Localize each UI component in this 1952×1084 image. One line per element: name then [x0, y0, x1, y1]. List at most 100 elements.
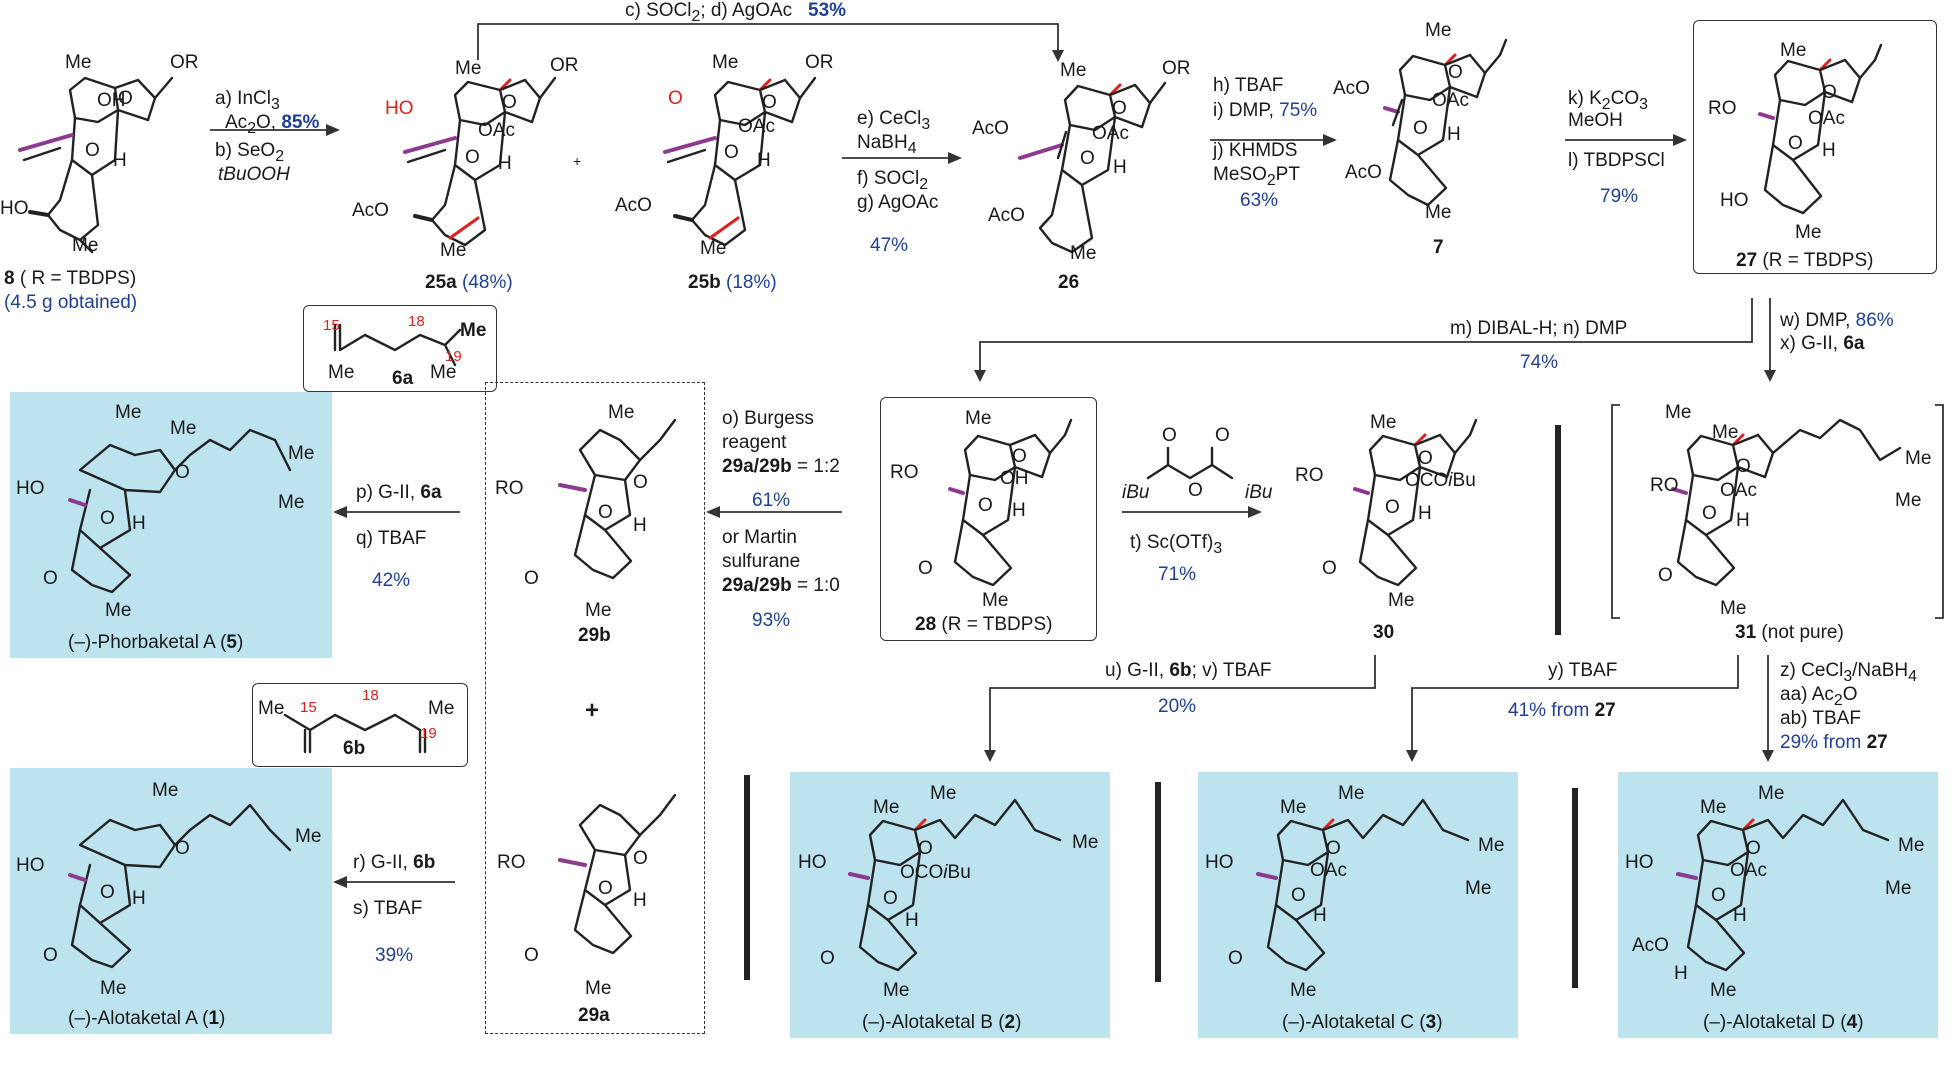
separator-bar: [744, 775, 750, 980]
reagent-o-2: reagent: [722, 432, 787, 453]
reagent-rs-yield: 39%: [375, 945, 414, 966]
atom-label: Me: [430, 362, 457, 383]
atom-label: OCOiBu: [1405, 470, 1476, 491]
atom-label: H: [905, 910, 919, 931]
reagent-i: i) DMP, 75%: [1213, 100, 1318, 121]
atom-label: OAc: [1092, 123, 1129, 144]
atom-label: OAc: [1808, 108, 1845, 129]
atom-label: O: [918, 558, 933, 579]
atom-label: Me: [585, 600, 612, 621]
atom-label: H: [498, 153, 512, 174]
reagent-y: y) TBAF: [1548, 660, 1618, 681]
compound-26-label: 26: [1058, 272, 1080, 293]
atom-label: AcO: [352, 200, 389, 221]
atom-label: Me: [460, 320, 487, 341]
atom-label: Me: [1712, 422, 1739, 443]
structure-alotaketal-b: [848, 798, 1062, 972]
reagent-r: r) G-II, 6b: [353, 852, 436, 873]
atom-label: Me: [982, 590, 1009, 611]
atom-label: O: [724, 142, 739, 163]
atom-label: Me: [1895, 490, 1922, 511]
atom-label: Me: [152, 780, 179, 801]
reagent-ab: ab) TBAF: [1780, 708, 1861, 729]
product-box-alotaketal-d: [1618, 772, 1938, 1038]
structure-7: [1383, 38, 1508, 207]
atom-label: O: [1418, 448, 1433, 469]
atom-label: Me: [1720, 598, 1747, 619]
structure-31: [1671, 418, 1902, 587]
atom-label: AcO: [1345, 162, 1382, 183]
atom-label: Me: [1795, 222, 1822, 243]
atom-label: OR: [550, 55, 579, 76]
atom-number: 15: [323, 317, 340, 334]
structure-8: [18, 76, 174, 254]
atom-label: O: [633, 472, 648, 493]
product-2-label: (–)-Alotaketal B (2): [862, 1012, 1022, 1033]
atom-label: OR: [1162, 58, 1191, 79]
atom-label: O: [1448, 62, 1463, 83]
reagent-q: q) TBAF: [356, 528, 427, 549]
atom-label: OAc: [738, 116, 775, 137]
compound-30-label: 30: [1373, 622, 1395, 643]
compound-6b-label: 6b: [343, 738, 366, 759]
reagent-t: t) Sc(OTf)3: [1130, 532, 1223, 557]
product-3-label: (–)-Alotaketal C (3): [1282, 1012, 1443, 1033]
atom-label: HO: [798, 852, 827, 873]
atom-label: OR: [805, 52, 834, 73]
atom-label: Me: [428, 698, 455, 719]
atom-label: O: [43, 568, 58, 589]
reagent-a: a) InCl3: [215, 88, 280, 113]
compound-27-label: 27 (R = TBDPS): [1736, 250, 1874, 271]
atom-label: HO: [0, 198, 29, 219]
atom-label: O: [1702, 503, 1717, 524]
structure-25a: [403, 76, 557, 247]
atom-label: Me: [1710, 980, 1737, 1001]
reagent-h: h) TBAF: [1213, 75, 1284, 96]
atom-label: O: [598, 878, 613, 899]
product-box-phorbaketal-a: [10, 392, 332, 658]
atom-label: HO: [385, 98, 414, 119]
atom-label: O: [1228, 948, 1243, 969]
atom-label: HO: [16, 855, 45, 876]
isomer-mixture-frame: [485, 382, 705, 1034]
structure-alotaketal-a: [68, 803, 292, 969]
structure-alotaketal-d: [1676, 798, 1890, 972]
atom-label: AcO: [988, 205, 1025, 226]
reagent-o-yield-2: 93%: [752, 610, 791, 631]
reagent-o-3: 29a/29b = 1:2: [722, 456, 840, 477]
atom-label: Me: [1425, 20, 1452, 41]
atom-label: O: [1188, 480, 1203, 501]
atom-label: OH: [1000, 468, 1029, 489]
atom-label: O: [502, 92, 517, 113]
atom-label: Me: [873, 797, 900, 818]
atom-label: O: [1822, 82, 1837, 103]
reagent-p: p) G-II, 6a: [356, 482, 442, 503]
atom-label: O: [1711, 885, 1726, 906]
atom-number: 18: [408, 313, 425, 330]
atom-label: O: [1788, 133, 1803, 154]
atom-label: O: [883, 888, 898, 909]
arrow-m-n: [979, 298, 1753, 372]
compound-29b-label: 29b: [578, 625, 611, 646]
atom-label: Me: [115, 402, 142, 423]
atom-label: OAc: [1432, 90, 1469, 111]
arrow-y: [1411, 655, 1739, 752]
compound-29a-label: 29a: [578, 1005, 610, 1026]
atom-label: Me: [440, 240, 467, 261]
atom-number: 18: [362, 687, 379, 704]
atom-label: Me: [1388, 590, 1415, 611]
reagent-efg-yield: 47%: [870, 235, 909, 256]
plus-sign: +: [585, 697, 600, 724]
reagent-t-yield: 71%: [1158, 564, 1197, 585]
atom-label: Me: [1898, 835, 1925, 856]
atom-label: O: [1012, 446, 1027, 467]
atom-label: O: [1291, 885, 1306, 906]
atom-label: O: [100, 508, 115, 529]
atom-label: O: [175, 838, 190, 859]
atom-label: O: [465, 147, 480, 168]
atom-label: Me: [1665, 402, 1692, 423]
atom-label: Me: [105, 600, 132, 621]
atom-label: O: [524, 945, 539, 966]
structure-phorbaketal-a: [68, 428, 292, 594]
